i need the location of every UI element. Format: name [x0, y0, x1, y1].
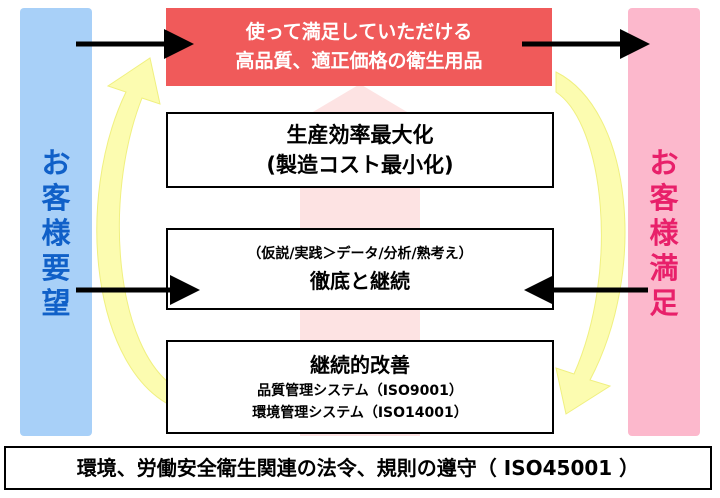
customer-request-pillar [20, 8, 92, 436]
pillar-char: 客 [649, 181, 679, 215]
kaizen-line-2: 品質管理システム（ISO9001） [257, 383, 463, 399]
right-curved-arrow [555, 71, 626, 415]
pillar-char: 足 [649, 286, 679, 320]
pillar-char: お [41, 146, 71, 180]
goal-box: 使って満足していただける 高品質、適正価格の衛生用品 [166, 8, 552, 86]
kaizen-line-1: 継続的改善 [310, 353, 410, 377]
practice-line-2: 徹底と継続 [310, 269, 410, 293]
practice-box: （仮説/実践＞データ/分析/熟考え） 徹底と継続 [166, 228, 554, 310]
customer-satisfaction-label: お客様満足 [644, 146, 684, 321]
practice-line-1: （仮説/実践＞データ/分析/熟考え） [247, 246, 473, 262]
pillar-char: 望 [41, 286, 71, 320]
compliance-bar: 環境、労働安全衛生関連の法令、規則の遵守（ ISO45001 ） [4, 446, 712, 490]
efficiency-line-1: 生産効率最大化 [286, 123, 434, 147]
goal-line-2: 高品質、適正価格の衛生用品 [235, 50, 483, 72]
pillar-char: 要 [41, 251, 71, 285]
goal-line-1: 使って満足していただける [245, 21, 473, 43]
pillar-char: 様 [649, 216, 679, 250]
pillar-char: 客 [41, 181, 71, 215]
kaizen-line-3: 環境管理システム（ISO14001） [252, 405, 468, 421]
pillar-char: 満 [649, 251, 679, 285]
pillar-char: お [649, 146, 679, 180]
efficiency-box: 生産効率最大化 (製造コスト最小化) [166, 112, 554, 188]
efficiency-line-2: (製造コスト最小化) [266, 153, 454, 177]
pillar-char: 様 [41, 216, 71, 250]
left-curved-arrow [96, 57, 177, 409]
kaizen-box: 継続的改善 品質管理システム（ISO9001） 環境管理システム（ISO1400… [166, 340, 554, 434]
customer-request-label: お客様要望 [36, 146, 76, 321]
customer-satisfaction-pillar [628, 8, 700, 436]
